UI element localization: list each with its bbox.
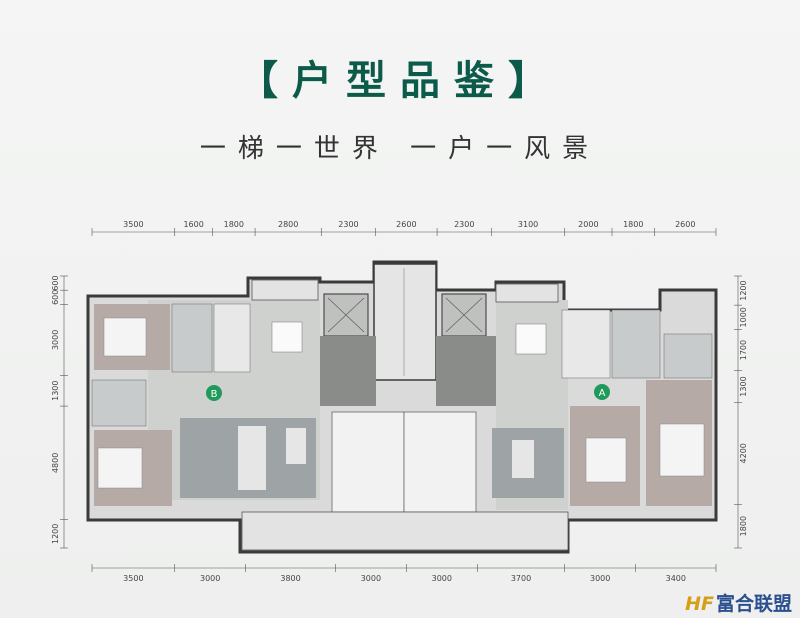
dining-table-a <box>515 323 547 355</box>
page-subtitle: 一梯一世界 一户一风景 <box>199 134 601 164</box>
dimension-label: 1800 <box>224 220 244 229</box>
bedroom-b-bottom <box>94 430 172 506</box>
lift-lobby-a <box>436 336 496 406</box>
dimension-label: 3000 <box>200 574 220 583</box>
dimension-label: 3000 <box>361 574 381 583</box>
dimension-label: 3700 <box>511 574 531 583</box>
dimension-label: 3000 <box>51 330 60 350</box>
unit-a-badge: A <box>594 384 610 400</box>
dimension-label: 1000 <box>739 307 748 327</box>
unit-b-badge: B <box>206 385 222 401</box>
dimension-label: 1200 <box>51 524 60 544</box>
dimension-label: 1300 <box>739 376 748 396</box>
dimension-label: 4800 <box>51 453 60 473</box>
bedroom-a-left <box>570 406 640 506</box>
stair-core <box>373 263 437 381</box>
dimension-label: 1800 <box>739 516 748 536</box>
dimension-label: 1600 <box>183 220 203 229</box>
dimension-label: 3000 <box>432 574 452 583</box>
equipment-platforms <box>331 411 477 513</box>
living-room-b-furniture <box>180 418 316 498</box>
dimension-label: 1300 <box>51 381 60 401</box>
lift-lobby-b <box>320 336 376 406</box>
right-dimension-labels: 1200 1000 1700 1300 4200 1800 <box>734 275 748 549</box>
wet-areas <box>91 303 713 427</box>
dimension-label: 2600 <box>396 220 416 229</box>
dimension-label: 3800 <box>280 574 300 583</box>
bedroom-b-top <box>94 304 170 370</box>
dimension-label: 3100 <box>518 220 538 229</box>
living-room-a-furniture <box>492 428 564 498</box>
dimension-label: 1700 <box>739 340 748 360</box>
bedroom-a-right <box>646 380 712 506</box>
dimension-label: 600 <box>51 275 60 290</box>
hf-logo-icon: HF <box>685 593 714 615</box>
dimension-label: 2800 <box>278 220 298 229</box>
elevator-a <box>441 293 487 337</box>
dimension-label: 2000 <box>578 220 598 229</box>
dimension-label: 2600 <box>675 220 695 229</box>
dimension-label: 3000 <box>590 574 610 583</box>
dimension-label: 3500 <box>123 220 143 229</box>
elevator-b <box>323 293 369 337</box>
dimension-label: 1200 <box>739 280 748 300</box>
dimension-label: 1800 <box>623 220 643 229</box>
dimension-label: 600 <box>51 290 60 305</box>
dining-table-b <box>271 321 303 353</box>
unit-b-label: B <box>211 389 218 400</box>
dimension-label: 2300 <box>338 220 358 229</box>
bottom-dimension-labels: 3500 3000 3800 3000 3000 3700 3000 3400 <box>91 564 717 583</box>
page-title: 【户型品鉴】 <box>238 58 562 104</box>
top-dimension-labels: 3500 1600 1800 2800 2300 2600 2300 3100 2000 1800… <box>91 220 717 236</box>
dimension-label: 4200 <box>739 443 748 463</box>
dimension-label: 3400 <box>666 574 686 583</box>
watermark-text: 富合联盟 <box>715 593 792 615</box>
dimension-label: 2300 <box>454 220 474 229</box>
unit-a-label: A <box>599 388 606 399</box>
dimension-label: 3500 <box>123 574 143 583</box>
balconies <box>241 279 569 551</box>
